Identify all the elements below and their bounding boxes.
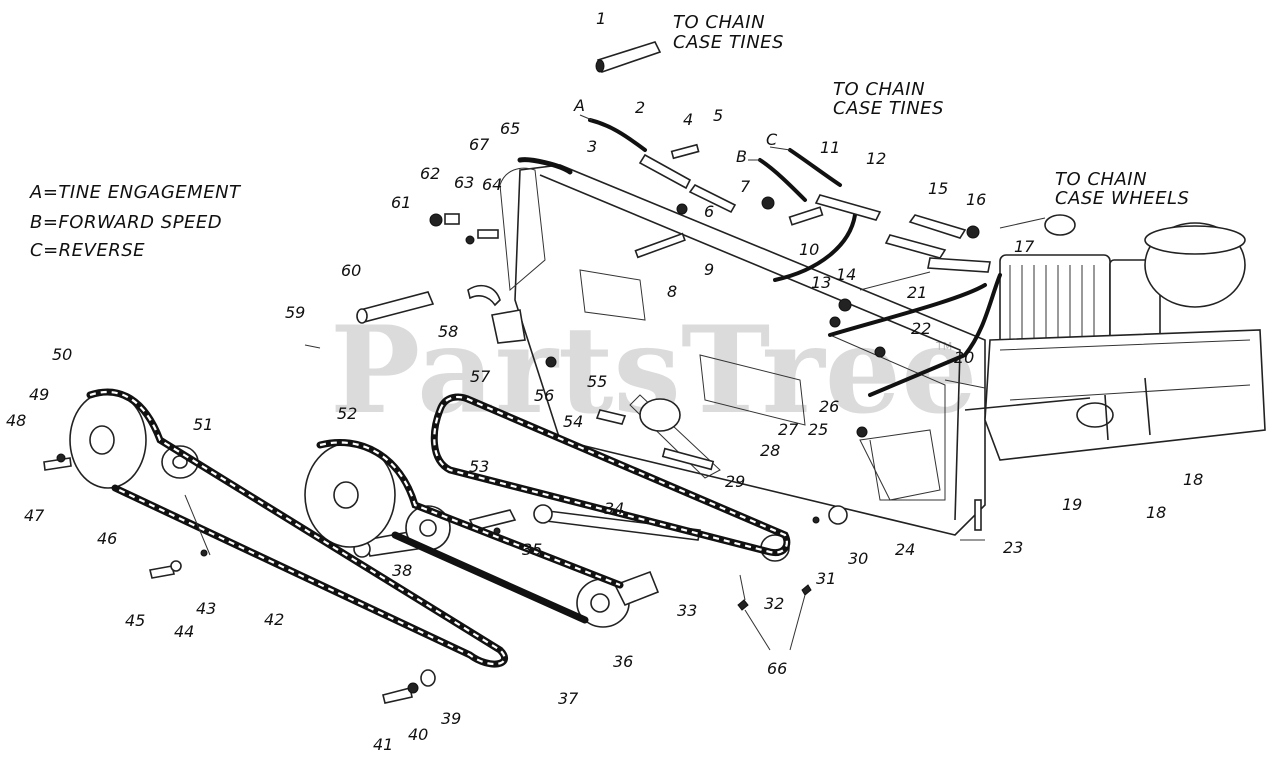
callout-20: 20 xyxy=(954,348,974,367)
cable-letter-c: C xyxy=(766,130,778,149)
note-chain-case-tines-top-line2: CASE TINES xyxy=(673,32,784,53)
callout-7: 7 xyxy=(740,177,751,196)
callout-46: 46 xyxy=(97,529,117,548)
callout-26: 26 xyxy=(819,397,839,416)
callout-67: 67 xyxy=(469,135,490,154)
control-cables xyxy=(579,114,1002,397)
callout-44: 44 xyxy=(174,622,194,641)
callout-28: 28 xyxy=(760,441,780,460)
callout-18-right: 18 xyxy=(1183,470,1203,489)
callout-35: 35 xyxy=(522,540,542,559)
callout-41: 41 xyxy=(373,735,393,754)
callout-24: 24 xyxy=(895,540,915,559)
callout-59: 59 xyxy=(285,303,305,322)
callout-54: 54 xyxy=(563,412,583,431)
note-chain-case-tines-line2: CASE TINES xyxy=(833,98,944,119)
callout-39: 39 xyxy=(441,709,461,728)
callout-22: 22 xyxy=(911,319,931,338)
engine xyxy=(964,214,1266,461)
small-parts xyxy=(43,41,991,704)
watermark-trademark: TM xyxy=(935,340,952,353)
callout-45: 45 xyxy=(125,611,145,630)
callout-21: 21 xyxy=(907,283,927,302)
callout-19: 19 xyxy=(1062,495,1082,514)
callout-53: 53 xyxy=(469,457,489,476)
belts xyxy=(86,157,791,668)
callout-64: 64 xyxy=(482,175,502,194)
callout-43: 43 xyxy=(196,599,216,618)
callout-13: 13 xyxy=(811,273,831,292)
callout-18-lower: 18 xyxy=(1146,503,1166,522)
callout-27: 27 xyxy=(778,420,799,439)
callout-49: 49 xyxy=(29,385,49,404)
callout-65: 65 xyxy=(500,119,520,138)
callout-34: 34 xyxy=(604,499,624,518)
callout-60: 60 xyxy=(341,261,361,280)
callout-40: 40 xyxy=(408,725,428,744)
callout-11: 11 xyxy=(820,138,840,157)
callout-25: 25 xyxy=(808,420,828,439)
cable-letter-a: A xyxy=(573,96,585,115)
callout-9: 9 xyxy=(704,260,714,279)
callout-17: 17 xyxy=(1014,237,1035,256)
callout-33: 33 xyxy=(677,601,697,620)
callout-61: 61 xyxy=(391,193,411,212)
callout-29: 29 xyxy=(725,472,745,491)
callout-23: 23 xyxy=(1003,538,1023,557)
callout-4: 4 xyxy=(683,110,693,129)
callout-6: 6 xyxy=(704,202,714,221)
callout-56: 56 xyxy=(534,386,554,405)
callout-42: 42 xyxy=(264,610,284,629)
callout-63: 63 xyxy=(454,173,474,192)
note-chain-case-tines-top-line1: TO CHAIN xyxy=(673,12,765,33)
callout-52: 52 xyxy=(337,404,357,423)
callout-5: 5 xyxy=(713,106,723,125)
callout-48: 48 xyxy=(6,411,26,430)
note-chain-case-wheels-line1: TO CHAIN xyxy=(1055,169,1147,190)
callout-16: 16 xyxy=(966,190,986,209)
note-chain-case-wheels-line2: CASE WHEELS xyxy=(1055,188,1189,209)
callout-2: 2 xyxy=(635,98,645,117)
callout-10: 10 xyxy=(799,240,819,259)
legend-c: C=REVERSE xyxy=(30,240,145,261)
callout-47: 47 xyxy=(24,506,45,525)
callout-14: 14 xyxy=(836,265,856,284)
cable-letter-b: B xyxy=(736,147,747,166)
note-chain-case-tines-line1: TO CHAIN xyxy=(833,79,925,100)
callout-50: 50 xyxy=(52,345,72,364)
callout-55: 55 xyxy=(587,372,607,391)
callout-30: 30 xyxy=(848,549,868,568)
callout-66: 66 xyxy=(767,659,787,678)
leader-lines xyxy=(184,217,1046,651)
callout-15: 15 xyxy=(928,179,948,198)
callout-8: 8 xyxy=(667,282,677,301)
callout-1: 1 xyxy=(596,9,606,28)
callout-3: 3 xyxy=(587,137,597,156)
callout-51: 51 xyxy=(193,415,213,434)
callout-37: 37 xyxy=(558,689,579,708)
callout-32: 32 xyxy=(764,594,784,613)
legend-a: A=TINE ENGAGEMENT xyxy=(29,182,242,203)
callout-36: 36 xyxy=(613,652,633,671)
legend-b: B=FORWARD SPEED xyxy=(30,212,222,233)
callout-31: 31 xyxy=(816,569,836,588)
callout-62: 62 xyxy=(420,164,440,183)
callout-38: 38 xyxy=(392,561,412,580)
callout-58: 58 xyxy=(438,322,458,341)
part-callouts: 1 2 3 4 5 6 7 8 9 10 11 12 13 14 15 16 1… xyxy=(6,9,1203,754)
callout-57: 57 xyxy=(470,367,491,386)
callout-12: 12 xyxy=(866,149,886,168)
